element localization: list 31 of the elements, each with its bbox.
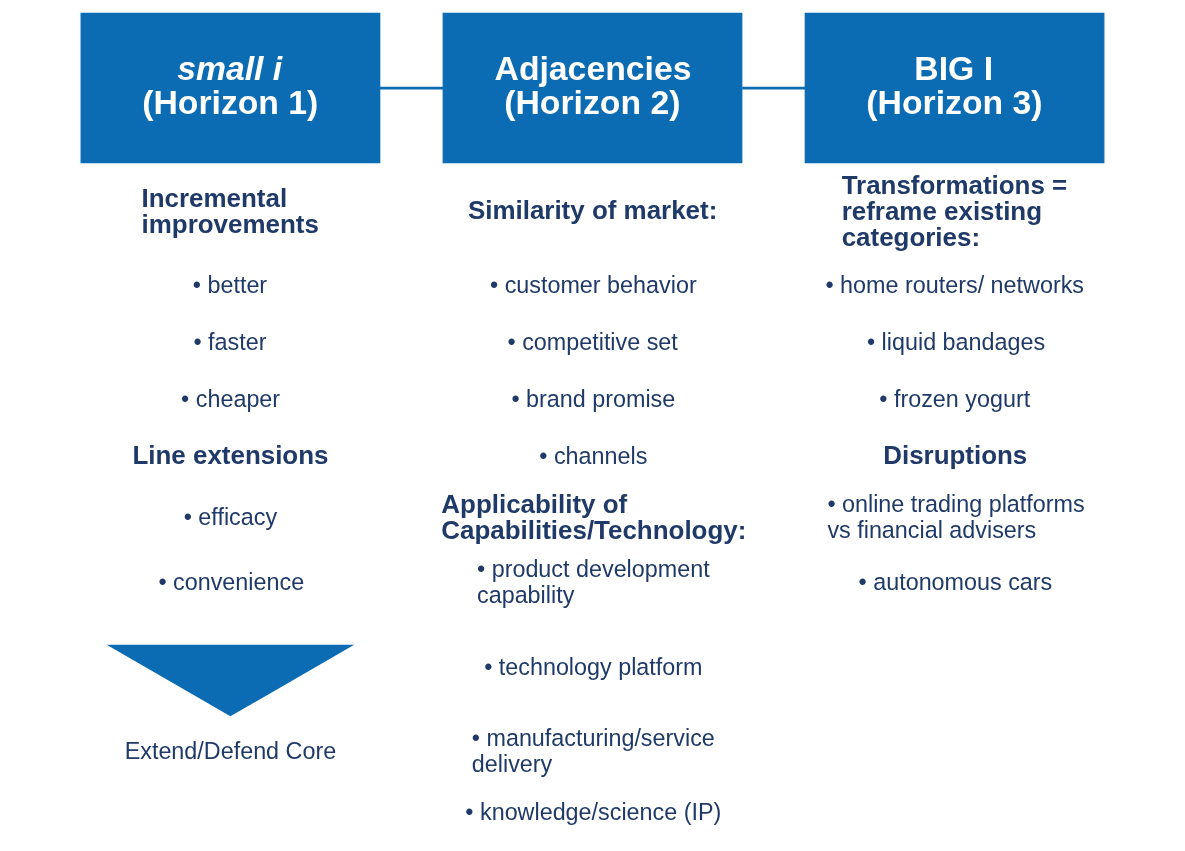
label: Incremental improvements [141,183,319,238]
label: • channels [539,443,648,470]
node-triangle [106,644,355,717]
node-box: Adjacencies (Horizon 2) [442,12,743,164]
label: • online trading platforms vs financial advisers [827,491,1085,544]
label: Applicability of Capabilities/Technology: [441,490,747,545]
label: • manufacturing/service delivery [471,724,715,777]
label: • customer behavior [489,272,697,298]
label: • convenience [158,569,305,596]
label: • autonomous cars [858,569,1053,596]
node-label: Extend/Defend Core [124,737,337,764]
label: • competitive set [507,329,678,356]
label: Transformations = reframe existing categories: [841,170,1068,251]
label: Disruptions [883,440,1028,469]
label: • efficacy [183,504,278,531]
label: • home routers/ networks [825,272,1085,298]
label: • product development capability [477,556,710,609]
label: • liquid bandages [866,329,1046,356]
node-box: BIG I (Horizon 3) [804,12,1105,164]
label: • brand promise [511,386,676,413]
label: • faster [193,329,267,356]
label: Line extensions [132,440,329,469]
label: • technology platform [484,653,703,680]
connector [380,86,444,90]
label: • frozen yogurt [879,386,1031,413]
label: • better [192,272,268,298]
label: Similarity of market: [467,195,718,224]
node-box: small i (Horizon 1) [80,12,381,164]
label: • cheaper [181,386,281,413]
connector [742,86,806,90]
label: • knowledge/science (IP) [465,798,722,825]
